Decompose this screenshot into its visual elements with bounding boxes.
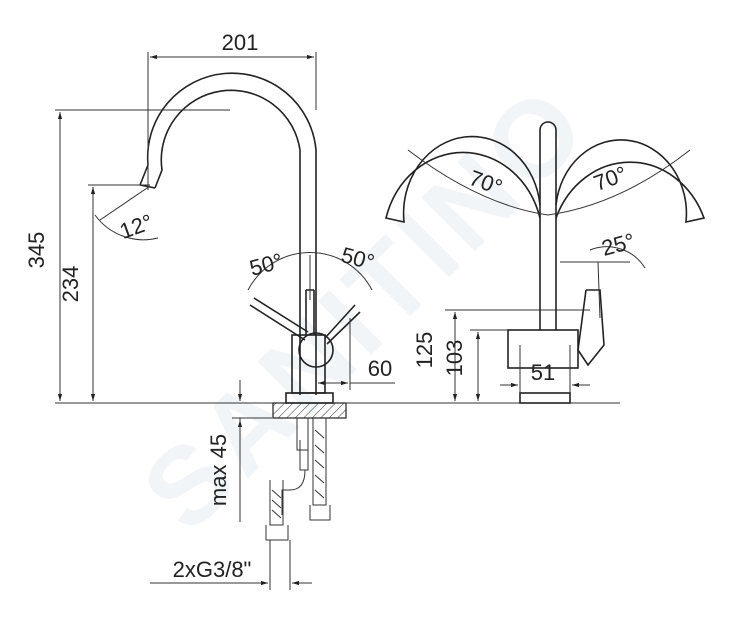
dim-angle-12: 12° xyxy=(116,209,156,244)
dim-angle-50-left: 50° xyxy=(247,248,286,281)
dim-max-45: max 45 xyxy=(206,434,231,506)
dim-height-345: 345 xyxy=(24,232,49,269)
spout-swivel-left xyxy=(385,135,541,224)
dim-angle-70-right: 70° xyxy=(590,161,630,196)
dim-width-51: 51 xyxy=(531,360,555,385)
supply-hoses xyxy=(265,418,331,541)
side-base xyxy=(519,392,571,404)
dim-angle-25: 25° xyxy=(599,228,638,261)
dim-height-125: 125 xyxy=(412,332,437,369)
spout-swivel-right xyxy=(555,139,706,224)
front-view: 201 345 234 12° 50° 50° 60 max 45 2x xyxy=(24,30,395,590)
dim-connection-g38: 2xG3/8" xyxy=(173,557,252,582)
lever-hub xyxy=(298,332,334,368)
vertical-tube xyxy=(539,121,557,330)
side-view: 70° 70° 25° 125 103 51 xyxy=(385,121,706,404)
mounting-block xyxy=(272,402,347,419)
dim-offset-60: 60 xyxy=(368,356,392,381)
dim-height-103: 103 xyxy=(442,340,467,377)
dim-height-234: 234 xyxy=(58,266,83,303)
watermark: SANITINO xyxy=(119,61,612,554)
side-lever xyxy=(577,289,605,367)
dim-width-201: 201 xyxy=(222,30,259,55)
